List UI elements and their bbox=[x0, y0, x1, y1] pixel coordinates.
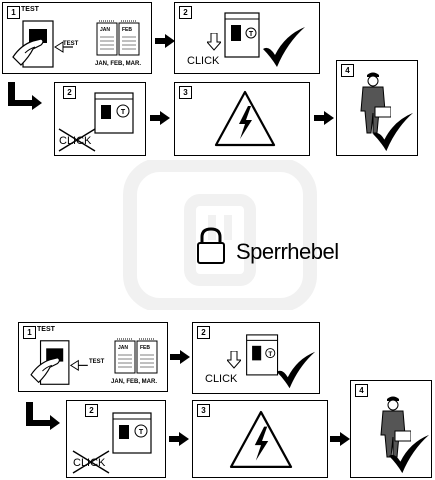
legend-label: Sperrhebel bbox=[236, 239, 339, 264]
top-test-plug-label: TEST bbox=[63, 41, 79, 47]
calendar-icon bbox=[114, 338, 158, 374]
top-calendar-page-jan: JAN bbox=[100, 27, 111, 33]
checkmark-icon bbox=[263, 27, 305, 67]
cross-out-icon bbox=[72, 450, 110, 474]
top-calendar-page-feb: FEB bbox=[122, 27, 132, 33]
high-voltage-warning-icon bbox=[229, 410, 293, 469]
bottom-step2b-panel: 2 T CLICK bbox=[66, 400, 166, 478]
top-click-label: CLICK bbox=[187, 55, 220, 67]
bottom-click-label: CLICK bbox=[205, 373, 238, 385]
arrow-right-icon bbox=[314, 111, 334, 125]
breaker-icon: T bbox=[224, 12, 260, 58]
svg-text:T: T bbox=[121, 109, 126, 116]
bottom-step1-panel: 1 TEST TEST JAN FEB JAN, FEB, MAR. bbox=[18, 322, 168, 392]
bottom-calendar-page-feb: FEB bbox=[140, 345, 150, 351]
bottom-step1-number: 1 bbox=[23, 326, 36, 339]
bottom-calendar-page-jan: JAN bbox=[118, 345, 129, 351]
breaker-icon: T bbox=[112, 412, 152, 454]
plug-watermark bbox=[120, 160, 320, 310]
breaker-icon: T bbox=[246, 334, 279, 376]
top-step2-number: 2 bbox=[179, 6, 192, 19]
bottom-step4-number: 4 bbox=[355, 384, 368, 397]
top-step4-panel: 4 bbox=[336, 60, 418, 156]
bottom-step2-number: 2 bbox=[197, 326, 210, 339]
bottom-test-label: TEST bbox=[37, 326, 55, 333]
checkmark-icon bbox=[276, 351, 316, 389]
arrow-right-icon bbox=[170, 350, 190, 364]
technician-icon bbox=[380, 396, 411, 458]
arrow-right-icon bbox=[155, 34, 175, 48]
bottom-step2b-number: 2 bbox=[85, 404, 98, 417]
cross-out-icon bbox=[58, 128, 96, 152]
hand-pressing-test-icon bbox=[30, 340, 88, 385]
bottom-test-plug-label: TEST bbox=[89, 359, 105, 365]
top-step3-number: 3 bbox=[179, 86, 192, 99]
calendar-icon bbox=[96, 20, 140, 56]
arrow-right-icon bbox=[169, 432, 189, 446]
technician-icon bbox=[360, 72, 391, 134]
high-voltage-warning-icon bbox=[214, 90, 276, 147]
down-arrow-icon bbox=[207, 33, 221, 51]
arrow-right-icon bbox=[330, 432, 350, 446]
checkmark-icon bbox=[388, 434, 430, 474]
top-step3-panel: 3 bbox=[174, 82, 310, 156]
top-step1-panel: 1 TEST TEST JAN FEB JAN, FEB, MAR. bbox=[2, 2, 152, 74]
checkmark-icon bbox=[372, 112, 414, 152]
bottom-step2-panel: 2 T CLICK bbox=[192, 322, 320, 394]
top-calendar-months: JAN, FEB, MAR. bbox=[95, 61, 142, 67]
top-step2-panel: 2 T CLICK bbox=[174, 2, 320, 74]
bottom-step3-number: 3 bbox=[197, 404, 210, 417]
elbow-arrow-icon bbox=[26, 402, 60, 430]
arrow-right-icon bbox=[150, 111, 170, 125]
breaker-icon: T bbox=[94, 92, 134, 134]
svg-text:T: T bbox=[268, 351, 272, 358]
bottom-step4-panel: 4 bbox=[350, 380, 432, 478]
top-step4-number: 4 bbox=[341, 64, 354, 77]
bottom-calendar-months: JAN, FEB, MAR. bbox=[111, 379, 158, 385]
bottom-step3-panel: 3 bbox=[192, 400, 328, 478]
padlock-icon bbox=[197, 227, 225, 264]
down-arrow-icon bbox=[227, 351, 241, 369]
top-test-label: TEST bbox=[21, 6, 39, 13]
top-step2b-panel: 2 T CLICK bbox=[54, 82, 146, 156]
svg-text:T: T bbox=[249, 31, 254, 38]
top-step1-number: 1 bbox=[7, 6, 20, 19]
hand-pressing-test-icon bbox=[12, 20, 73, 68]
top-step2b-number: 2 bbox=[63, 86, 76, 99]
elbow-arrow-icon bbox=[8, 82, 42, 110]
svg-text:T: T bbox=[139, 429, 144, 436]
